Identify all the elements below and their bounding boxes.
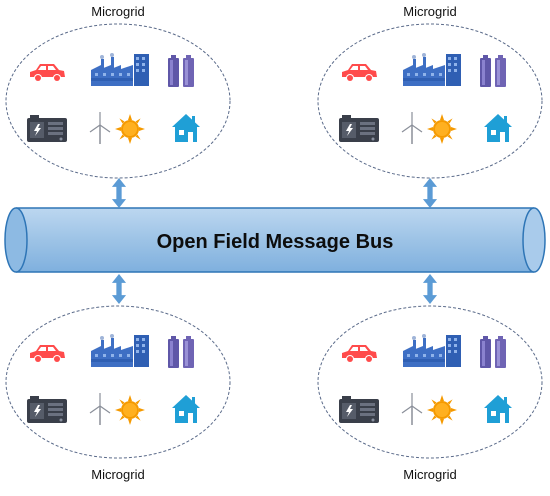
microgrid-top-right	[317, 23, 543, 179]
wind-turbine-icon	[401, 111, 423, 145]
battery-icon	[480, 55, 506, 87]
microgrid-bottom-left	[5, 305, 231, 459]
car-icon	[342, 345, 377, 363]
car-icon	[30, 345, 65, 363]
microgrid-boundary	[5, 305, 231, 459]
microgrid-boundary	[5, 23, 231, 179]
microgrid-boundary	[317, 305, 543, 459]
house-icon	[172, 114, 200, 142]
factory-icon	[91, 53, 149, 86]
battery-icon	[168, 55, 194, 87]
arrow-icon	[422, 274, 438, 304]
house-icon	[172, 395, 200, 423]
sun-icon	[427, 114, 457, 144]
house-icon	[484, 395, 512, 423]
wind-turbine-icon	[89, 111, 111, 145]
car-icon	[30, 64, 65, 82]
factory-icon	[403, 53, 461, 86]
microgrid-label-bottom-right: Microgrid	[403, 467, 457, 482]
message-bus	[4, 207, 546, 273]
sun-icon	[115, 114, 145, 144]
microgrid-bottom-right	[317, 305, 543, 459]
microgrid-boundary	[317, 23, 543, 179]
wind-turbine-icon	[401, 392, 423, 426]
microgrid-label-bottom-left: Microgrid	[91, 467, 145, 482]
wind-turbine-icon	[89, 392, 111, 426]
sun-icon	[427, 395, 457, 425]
arrow-icon	[111, 274, 127, 304]
bus-left-end	[4, 207, 28, 273]
arrow-icon	[422, 178, 438, 208]
generator-icon	[339, 396, 379, 423]
battery-icon	[168, 336, 194, 368]
microgrid-top-left	[5, 23, 231, 179]
house-icon	[484, 114, 512, 142]
bus-body	[16, 208, 534, 272]
microgrid-label-top-right: Microgrid	[403, 4, 457, 19]
generator-icon	[27, 396, 67, 423]
factory-icon	[91, 334, 149, 367]
bus-right-end	[522, 207, 546, 273]
battery-icon	[480, 336, 506, 368]
generator-icon	[27, 115, 67, 142]
factory-icon	[403, 334, 461, 367]
generator-icon	[339, 115, 379, 142]
bus-label: Open Field Message Bus	[156, 231, 394, 253]
arrow-icon	[111, 178, 127, 208]
car-icon	[342, 64, 377, 82]
microgrid-label-top-left: Microgrid	[91, 4, 145, 19]
sun-icon	[115, 395, 145, 425]
